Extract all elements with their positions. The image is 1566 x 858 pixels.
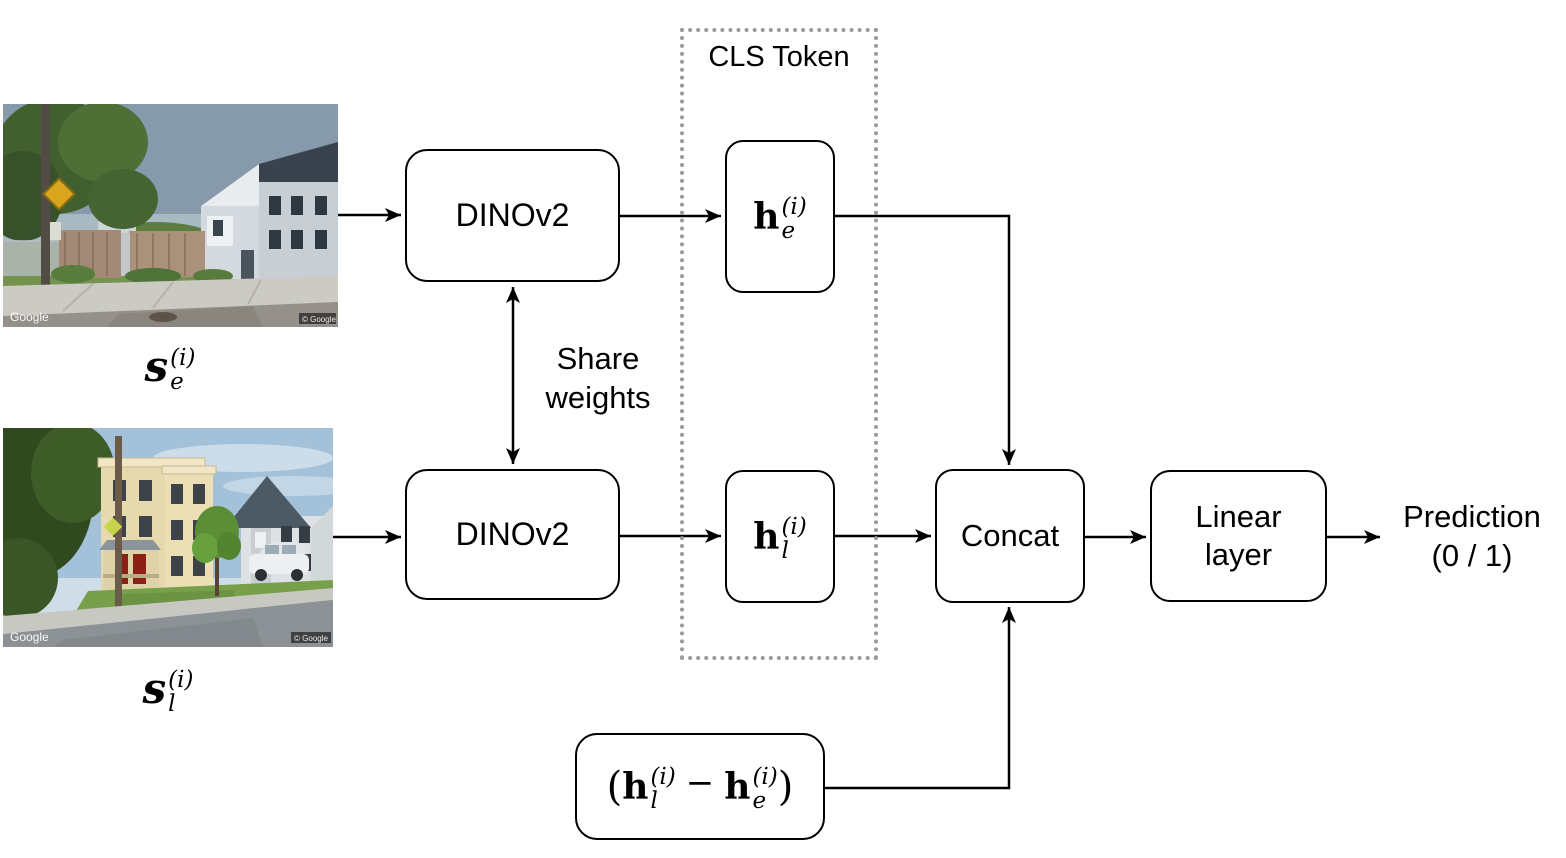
cls-token-title: CLS Token: [708, 41, 850, 73]
s-base: s: [144, 342, 169, 391]
h-base: h: [724, 765, 751, 808]
s-superscript: (i): [170, 344, 196, 371]
google-watermark: Google: [10, 630, 49, 644]
front-tree: [192, 506, 241, 596]
photo-later-label: s(i)l: [93, 658, 243, 720]
difference-box: (h(i)l−h(i)e): [575, 733, 825, 840]
sidewalk: [3, 588, 333, 634]
encoder-box-top: DINOv2: [405, 149, 620, 282]
share-weights-label: Share weights: [545, 341, 651, 415]
h-superscript: (i): [752, 764, 778, 790]
photo-early-label: s(i)e: [95, 336, 245, 398]
h-subscript: e: [781, 218, 796, 244]
s-subscript: l: [168, 690, 176, 717]
google-watermark: Google: [10, 310, 49, 324]
h-superscript: (i): [781, 194, 807, 220]
s-superscript: (i): [168, 666, 194, 693]
house-right: [201, 142, 338, 279]
concat-label: Concat: [960, 518, 1060, 553]
h-subscript: l: [781, 538, 789, 564]
copyright-watermark: © Google: [302, 315, 336, 324]
fence: [3, 230, 233, 284]
h-base: h: [753, 515, 780, 558]
encoder-box-bottom: DINOv2: [405, 469, 620, 600]
linear-layer-box: Linear layer: [1150, 470, 1327, 602]
encoder-label: DINOv2: [455, 197, 570, 233]
h-base: h: [622, 765, 649, 808]
tree-left: [3, 428, 115, 618]
s-base: s: [142, 664, 167, 713]
linear-label-line1: Linear: [1195, 499, 1282, 534]
copyright-watermark: © Google: [294, 634, 328, 643]
minus-sign: −: [685, 762, 715, 803]
open-paren: (: [606, 763, 623, 810]
close-paren: ): [777, 763, 794, 810]
h-base: h: [753, 195, 780, 238]
linear-label-line2: layer: [1204, 537, 1273, 572]
cls-token-group: [680, 28, 878, 660]
street-photo-early: Google © Google: [3, 104, 338, 327]
cls-token-later-box: h(i)l: [725, 470, 835, 603]
prediction-output-label: Prediction (0 / 1): [1403, 499, 1541, 573]
concat-box: Concat: [935, 469, 1085, 603]
s-subscript: e: [170, 368, 184, 395]
sidewalk: [3, 276, 338, 316]
h-subscript: e: [752, 788, 767, 814]
utility-pole: [41, 104, 76, 318]
h-superscript: (i): [781, 514, 807, 540]
h-subscript: l: [650, 788, 658, 814]
street-photo-later: Google © Google: [3, 428, 333, 647]
encoder-label: DINOv2: [455, 516, 570, 552]
h-superscript: (i): [650, 764, 676, 790]
car: [249, 542, 309, 581]
cls-token-early-box: h(i)e: [725, 140, 835, 293]
